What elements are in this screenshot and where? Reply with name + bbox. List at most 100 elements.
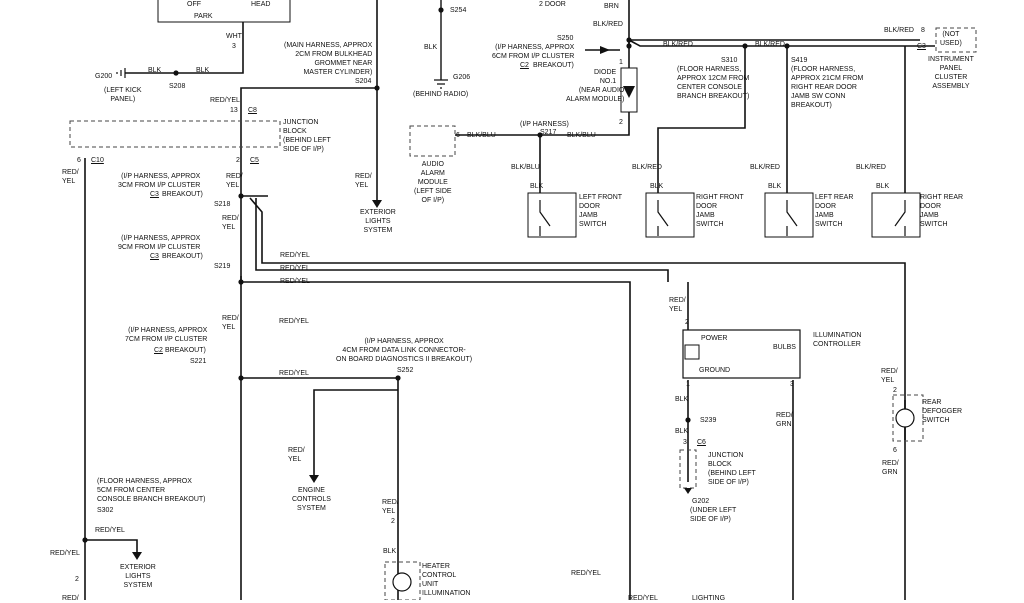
diode-pin1-label: 1 [619,59,623,66]
red-grn-illum-label: RED/ GRN [776,412,793,428]
engine-controls-system-label: ENGINE CONTROLS SYSTEM [292,487,331,512]
red-yel-label: RED/YEL [280,265,310,272]
illum-pin3-label: 3 [790,381,794,388]
blk-red-label: BLK/RED [750,164,780,171]
ip-harness-9cm-note: (I/P HARNESS, APPROX 9CM FROM I/P CLUSTE… [118,235,201,251]
near-audio-alarm-label: (NEAR AUDIO ALARM MODULE) [566,87,625,103]
blk-illum-label: BLK [675,396,689,403]
c5-connector-label: C5 [250,157,259,164]
pin6-c10-label: 6 [77,157,81,164]
blk-wire-label: BLK [148,67,162,74]
c8-connector-label: C8 [248,107,257,114]
diode-label: DIODE NO.1 [594,69,617,85]
audio-alarm-module-label: AUDIO ALARM MODULE (LEFT SIDE OF I/P) [414,161,452,204]
s208-label: S208 [169,83,186,90]
ground-terminal-label: GROUND [699,367,731,374]
floor-5cm-note: (FLOOR HARNESS, APPROX 5CM FROM CENTER C… [97,478,206,503]
pin2-c5-label: 2 [236,157,240,164]
blk-radio-label: BLK [424,44,438,51]
s254-label: S254 [450,7,467,14]
floor-12cm-note: (FLOOR HARNESS, APPROX 12CM FROM CENTER … [677,66,750,100]
red-grn-defog-label: RED/ GRN [882,460,899,476]
ip-harness-7cm-note: (I/P HARNESS, APPROX 7CM FROM I/P CLUSTE… [125,327,208,343]
red-yel-c5-label: RED/ YEL [226,173,243,189]
blk-label: BLK [530,183,544,190]
blk-heater-label: BLK [383,548,397,555]
g202-label: G202 [692,498,710,505]
g200-label: G200 [95,73,113,80]
red-yel-label: RED/YEL [571,570,601,577]
s252-label: S252 [397,367,414,374]
blk-blu-label: BLK/BLU [467,132,496,139]
blk-red-label: BLK/RED [884,27,914,34]
head-label: HEAD [251,1,271,8]
red-yel-left-label: RED/ YEL [62,169,79,185]
exterior-lights-system-label: EXTERIOR LIGHTS SYSTEM [360,209,396,234]
red-yel-label: RED/YEL [280,278,310,285]
breakout-label: BREAKOUT) [533,62,574,69]
blk-red-label: BLK/RED [755,41,785,48]
ip-harness-6cm-note: (I/P HARNESS, APPROX 6CM FROM I/P CLUSTE… [492,44,575,60]
s221-label: S221 [190,358,207,365]
red-yel-label: RED/YEL [628,595,658,602]
c3-connector-label: C3 [150,253,159,260]
s219-label: S219 [214,263,231,270]
c2-connector-label: C2 [520,62,529,69]
rear-defogger-switch-label: REAR DEFOGGER SWITCH [922,399,963,424]
g206-label: G206 [453,74,471,81]
right-rear-door-switch-label: RIGHT REAR DOOR JAMB SWITCH [920,194,964,228]
not-used-label: (NOT USED) [940,31,962,47]
junction-block-top-label: JUNCTION BLOCK (BEHIND LEFT SIDE OF I/P) [283,119,331,153]
illum-pin1-label: 1 [686,381,690,388]
left-front-door-switch-label: LEFT FRONT DOOR JAMB SWITCH [579,194,623,228]
breakout-label: BREAKOUT) [162,253,203,260]
blk-wire-label: BLK [196,67,210,74]
off-label: OFF [187,1,201,8]
red-yel-s218-label: RED/ YEL [222,215,239,231]
under-left-label: (UNDER LEFT SIDE OF I/P) [690,507,737,523]
s204-label: S204 [355,78,372,85]
red-yel-illum-label: RED/ YEL [669,297,686,313]
junction-block-bottom-label: JUNCTION BLOCK (BEHIND LEFT SIDE OF I/P) [708,452,756,486]
c6-connector-label: C6 [697,439,706,446]
s310-label: S310 [721,57,738,64]
red-yel-label: RED/YEL [280,252,310,259]
red-yel-heater-label: RED/ YEL [382,499,399,515]
floor-21cm-note: (FLOOR HARNESS, APPROX 21CM FROM RIGHT R… [791,66,864,109]
s419-label: S419 [791,57,808,64]
park-label: PARK [194,13,213,20]
blk-red-label: BLK/RED [632,164,662,171]
s302-label: S302 [97,507,114,514]
s239-label: S239 [700,417,717,424]
defog-pin2-label: 2 [893,387,897,394]
blk-label: BLK [650,183,664,190]
door-label: 2 DOOR [539,1,566,8]
s218-label: S218 [214,201,231,208]
lighting-label: LIGHTING [692,595,726,602]
pin2-label: 2 [75,576,79,583]
ip-harness-label: (I/P HARNESS) [520,121,569,128]
blk-red-label: BLK/RED [663,41,693,48]
blk-label: BLK [876,183,890,190]
behind-radio-label: (BEHIND RADIO) [413,91,469,98]
s217-label: S217 [540,129,557,136]
bulbs-terminal-label: BULBS [773,344,796,351]
illum-pin2-label: 2 [685,319,689,326]
red-yel-s219-label: RED/ YEL [222,315,239,331]
pin13-label: 13 [230,107,238,114]
blk-red-label: BLK/RED [856,164,886,171]
wht-label: WHT [226,33,242,40]
left-kick-panel-label: (LEFT KICK PANEL) [104,87,142,103]
blk-label: BLK [768,183,782,190]
red-yel-engine-label: RED/ YEL [288,447,305,463]
heater-pin2-label: 2 [391,518,395,525]
power-terminal-label: POWER [701,335,728,342]
audio-pin6-label: 6 [456,132,460,139]
red-yel-label: RED/YEL [50,550,80,557]
brn-label: BRN [604,3,619,10]
s250-label: S250 [557,35,574,42]
blk-blu-label: BLK/BLU [567,132,596,139]
instrument-cluster-label: INSTRUMENT PANEL CLUSTER ASSEMBLY [928,56,974,90]
breakout-label: BREAKOUT) [165,347,206,354]
